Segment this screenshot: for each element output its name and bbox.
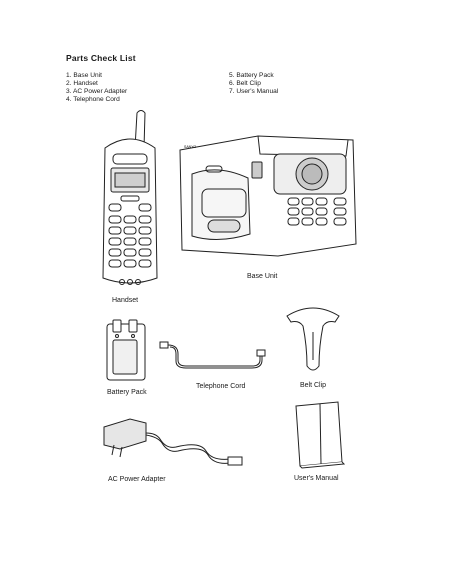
- list-item: 4. Telephone Cord: [66, 96, 120, 103]
- keypad-key: [109, 260, 121, 267]
- keypad-key: [288, 208, 299, 215]
- keypad-key: [109, 238, 121, 245]
- base-unit-caption: Base Unit: [247, 273, 278, 280]
- users-manual-caption: User's Manual: [294, 475, 339, 482]
- keypad-key: [334, 218, 346, 225]
- battery-pack-illustration: [105, 320, 150, 382]
- keypad-key: [334, 198, 346, 205]
- list-item: 3. AC Power Adapter: [66, 88, 128, 95]
- handset-illustration: [95, 108, 165, 288]
- keypad-key: [109, 227, 121, 234]
- list-item: 5. Battery Pack: [229, 72, 274, 79]
- keypad-key: [316, 198, 327, 205]
- ac-adapter-illustration: [100, 415, 245, 473]
- keypad-key: [124, 238, 136, 245]
- keypad-key: [139, 249, 151, 256]
- keypad-key: [302, 218, 313, 225]
- keypad-key: [139, 216, 151, 223]
- keypad-key: [302, 198, 313, 205]
- telephone-cord-illustration: [160, 336, 270, 376]
- page-title: Parts Check List: [66, 53, 136, 63]
- keypad-key: [316, 208, 327, 215]
- keypad-key: [109, 216, 121, 223]
- ac-adapter-caption: AC Power Adapter: [108, 476, 166, 483]
- users-manual-illustration: [290, 400, 350, 470]
- keypad-key: [316, 218, 327, 225]
- keypad-key: [124, 249, 136, 256]
- keypad-key: [139, 260, 151, 267]
- list-item: 6. Belt Clip: [229, 80, 261, 87]
- keypad-key: [288, 218, 299, 225]
- list-item: 1. Base Unit: [66, 72, 102, 79]
- list-item: 7. User's Manual: [229, 88, 279, 95]
- keypad-key: [124, 260, 136, 267]
- telephone-cord-caption: Telephone Cord: [196, 383, 246, 390]
- base-unit-illustration: SANYO: [178, 134, 358, 259]
- handset-caption: Handset: [112, 297, 139, 304]
- battery-pack-caption: Battery Pack: [107, 389, 147, 396]
- list-item: 2. Handset: [66, 80, 98, 87]
- belt-clip-caption: Belt Clip: [300, 382, 327, 389]
- keypad-key: [124, 216, 136, 223]
- parts-list-right: 5. Battery Pack 6. Belt Clip 7. User's M…: [229, 72, 278, 96]
- keypad-key: [334, 208, 346, 215]
- keypad-key: [139, 227, 151, 234]
- keypad-key: [139, 238, 151, 245]
- keypad-key: [124, 227, 136, 234]
- brand-label: SANYO: [184, 145, 197, 149]
- belt-clip-illustration: [283, 306, 343, 376]
- keypad-key: [109, 249, 121, 256]
- parts-list-left: 1. Base Unit 2. Handset 3. AC Power Adap…: [66, 72, 127, 104]
- keypad-key: [288, 198, 299, 205]
- keypad-key: [302, 208, 313, 215]
